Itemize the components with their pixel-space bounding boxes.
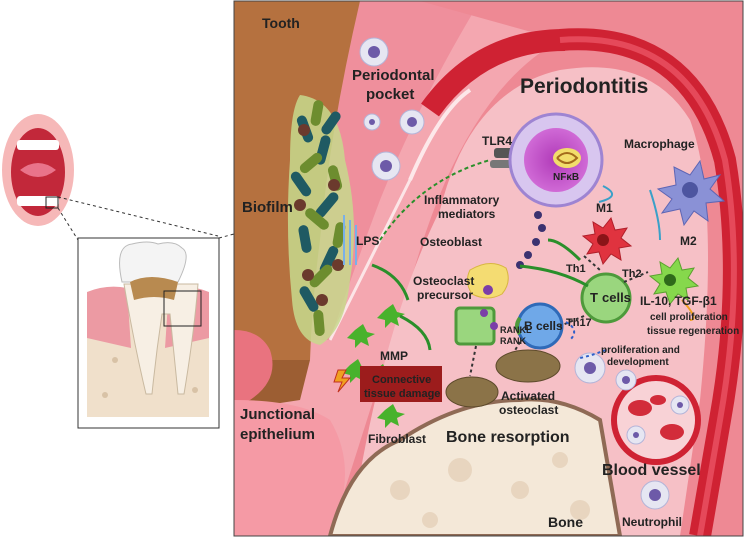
label-rankl: RANKL [500, 325, 532, 335]
label-mediators: mediators [438, 207, 496, 221]
m2-macrophage-icon [648, 256, 700, 306]
label-t: T [590, 290, 598, 305]
label-junctional: Junctional [240, 406, 315, 423]
label-tooth: Tooth [262, 15, 300, 31]
label-tissue-regeneration: tissue regeneration [647, 326, 739, 337]
osteoclast-precursor-cell-icon [454, 306, 522, 346]
label-biofilm: Biofilm [242, 199, 293, 216]
label-fibroblast: Fibroblast [368, 432, 426, 446]
label-cell-proliferation: cell proliferation [650, 312, 728, 323]
label-nfkb: NFκB [553, 172, 579, 183]
label-bone-resorption: Bone resorption [446, 429, 570, 446]
label-activated: Activated [501, 389, 555, 403]
label-activated-osteoclast: osteoclast [499, 403, 558, 417]
label-rank: RANK [500, 336, 526, 346]
label-lps: LPS [356, 234, 379, 248]
label-pocket: pocket [366, 86, 414, 103]
label-b-cells: B cells [524, 319, 563, 333]
bacteria-icon [287, 95, 354, 345]
label-epithelium: epithelium [240, 426, 315, 443]
label-m2: M2 [680, 234, 697, 248]
m1-macrophage-icon [581, 216, 633, 266]
label-osteoclast: Osteoclast [413, 274, 474, 288]
tooth-icon [77, 237, 220, 429]
label-inflammatory: Inflammatory [424, 193, 500, 207]
lightning-icon [333, 369, 352, 393]
label-m1: M1 [596, 201, 613, 215]
osteoblast-icon [466, 263, 509, 299]
t-cell-icon [580, 272, 632, 324]
zoom-line [57, 196, 219, 237]
label-cells: cells [602, 290, 631, 305]
label-bone: Bone [548, 514, 583, 530]
label-mmp: MMP [380, 349, 408, 363]
label-osteoblast: Osteoblast [420, 235, 482, 249]
label-periodontal: Periodontal [352, 67, 435, 84]
neutrophil-icon [359, 37, 670, 510]
label-macrophage: Macrophage [624, 137, 695, 151]
label-tlr4: TLR4 [482, 134, 512, 148]
connective-tissue-damage-box [360, 366, 442, 402]
label-tissue-damage: tissue damage [364, 388, 440, 400]
label-neutrophil: Neutrophil [622, 515, 682, 529]
label-proliferation: proliferation and [601, 345, 680, 356]
inflammatory-mediators-icon [516, 211, 546, 269]
blood-vessel-icon [611, 375, 701, 465]
macrophage-cell-icon [508, 112, 613, 208]
label-th17: Th17 [566, 317, 592, 329]
arrows [371, 159, 695, 377]
label-development: development [607, 357, 669, 368]
lps-icon [343, 215, 357, 265]
label-th1: Th1 [566, 263, 586, 275]
zoom-line [57, 207, 79, 241]
mouth-icon [2, 114, 74, 226]
label-blood-vessel: Blood vessel [602, 462, 701, 479]
label-precursor: precursor [417, 288, 473, 302]
label-periodontitis: Periodontitis [520, 75, 648, 98]
macrophage-icon [656, 159, 726, 227]
label-connective: Connective [372, 374, 431, 386]
label-il10: IL-10, TGF-β1 [640, 294, 717, 308]
label-th2: Th2 [622, 268, 642, 280]
osteoclast-icon [445, 349, 561, 408]
